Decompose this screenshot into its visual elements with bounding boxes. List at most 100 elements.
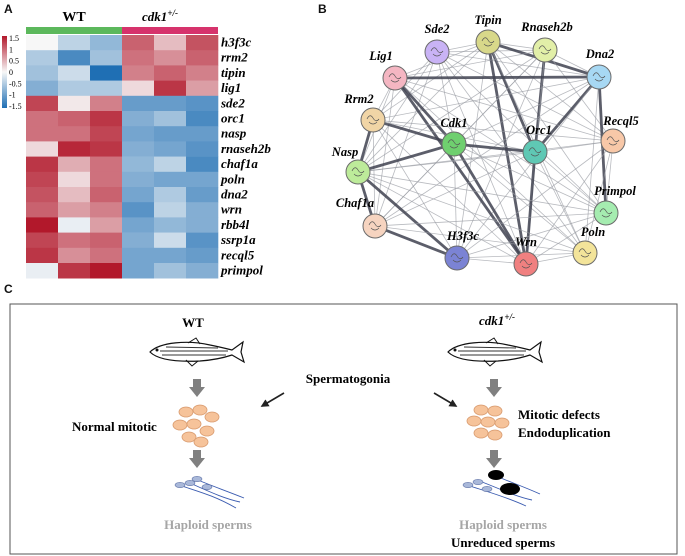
network-node-dna2: [586, 64, 612, 90]
heatmap-cell: [154, 95, 187, 112]
heatmap-cell: [122, 202, 155, 218]
heatmap-cell: [26, 217, 59, 233]
network-edge: [393, 77, 456, 145]
heatmap-cell: [90, 217, 123, 233]
heatmap-cell: [186, 247, 219, 264]
heatmap-cell: [58, 156, 91, 173]
heatmap-cell: [26, 111, 59, 127]
panel-a-letter: A: [4, 2, 13, 16]
network-node-nasp: [345, 159, 371, 185]
heatmap-cell: [58, 80, 91, 97]
heatmap-cell: [154, 232, 187, 249]
network-node-rrm2: [360, 107, 386, 133]
heatmap-gene-label: rnaseh2b: [221, 141, 271, 156]
wt-zebrafish-icon: [149, 337, 246, 367]
network-edge: [436, 51, 600, 78]
heatmap-cell: [154, 217, 187, 233]
schematic-mutant-genotype: +/-: [504, 312, 515, 322]
spermatogenesis-schematic: WT Normal mitotic Haploid sperms Spermat…: [9, 303, 678, 555]
spermatogonia-label: Spermatogonia: [306, 371, 391, 386]
network-edge: [357, 49, 546, 173]
heatmap-cell: [58, 50, 91, 66]
mutant-cell-cluster: [466, 404, 510, 441]
heatmap-cell: [90, 111, 123, 127]
heatmap-cell: [154, 187, 187, 203]
network-node-label: Sde2: [425, 22, 450, 36]
heatmap-cell: [26, 65, 59, 81]
arrow-to-mutant: [433, 392, 458, 407]
network-edge: [453, 142, 536, 154]
network-node-rnaseh2b: [532, 37, 558, 63]
network-edge: [372, 119, 376, 227]
normal-mitotic-label: Normal mitotic: [72, 419, 157, 434]
heatmap-cell: [122, 263, 155, 279]
heatmap-cell: [58, 141, 91, 157]
wt-haploid-sperm-icons: [174, 476, 245, 509]
mitotic-defects-label: Mitotic defects: [518, 407, 600, 422]
network-node-label: Rnaseh2b: [520, 20, 572, 34]
heatmap-cell: [58, 247, 91, 264]
network-node-label: Cdk1: [440, 116, 467, 130]
network-node-label: Orc1: [526, 123, 552, 137]
heatmap-gene-label: rbb4l: [221, 217, 250, 232]
heatmap-cell: [122, 80, 155, 97]
network-edge: [394, 77, 586, 254]
network-node-label: Recql5: [602, 114, 638, 128]
heatmap-cell: [26, 156, 59, 173]
network-node-label: Primpol: [594, 184, 636, 198]
heatmap-cell: [90, 141, 123, 157]
network-edge: [456, 49, 546, 259]
heatmap-wt-group-bar: [26, 27, 122, 34]
heatmap-cell: [26, 126, 59, 142]
network-edge: [453, 76, 600, 145]
network-node-label: Lig1: [368, 49, 393, 63]
heatmap-cell: [26, 80, 59, 97]
network-edge: [357, 41, 489, 173]
network-edge: [357, 170, 458, 260]
network-edge: [525, 212, 607, 265]
heatmap-cell: [58, 35, 91, 51]
heatmap-gene-label: primpol: [220, 263, 263, 278]
network-node-label: Tipin: [474, 13, 501, 27]
heatmap-scale-ticks: 1.510.50-0.5-1-1.5: [9, 34, 22, 111]
heatmap-cell: [154, 126, 187, 142]
heatmap-cell: [58, 95, 91, 112]
network-node-label: Nasp: [331, 145, 358, 159]
network-edge: [456, 140, 614, 259]
network-node-label: Poln: [581, 225, 605, 239]
network-node-label: Rrm2: [343, 92, 373, 106]
heatmap-group-mut-name: cdk1: [142, 9, 167, 24]
heatmap-gene-label: nasp: [221, 126, 247, 141]
heatmap-cell: [26, 263, 59, 279]
network-edge: [456, 76, 600, 259]
heatmap-cell: [90, 232, 123, 249]
network-edge: [372, 118, 455, 146]
heatmap-cell: [122, 141, 155, 157]
heatmap-cell: [90, 156, 123, 173]
heatmap-cell: [122, 217, 155, 233]
network-node-cdk1: [441, 131, 467, 157]
network-edge: [456, 212, 607, 259]
heatmap-cell: [154, 80, 187, 97]
heatmap-cell: [154, 156, 187, 173]
network-edge: [393, 77, 528, 265]
heatmap-cell: [122, 156, 155, 173]
heatmap-cell: [186, 35, 219, 51]
heatmap-cell: [154, 202, 187, 218]
heatmap-cell: [122, 65, 155, 81]
heatmap-cell: [90, 65, 123, 81]
arrow-to-wt: [260, 392, 285, 407]
network-edge: [487, 41, 607, 214]
heatmap-cell: [58, 217, 91, 233]
heatmap-mut-group-bar: [122, 27, 218, 34]
heatmap-cell: [122, 126, 155, 142]
network-node-recql5: [600, 128, 626, 154]
heatmap-cell: [186, 126, 219, 142]
heatmap-gene-label: dna2: [221, 187, 248, 202]
network-node-label: Dna2: [585, 47, 614, 61]
heatmap-gene-label: sde2: [220, 95, 245, 110]
heatmap-cell: [186, 65, 219, 81]
heatmap-cell: [122, 50, 155, 66]
endoduplication-label: Endoduplication: [518, 425, 611, 440]
heatmap-cell: [186, 187, 219, 203]
